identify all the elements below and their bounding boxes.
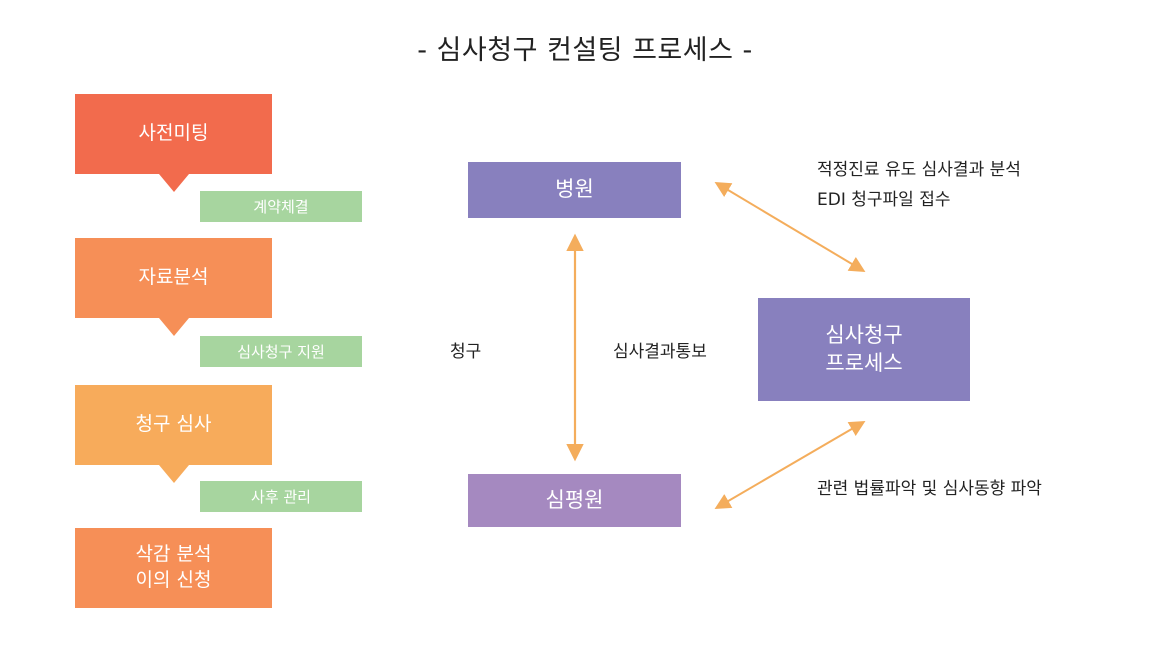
step-claim-review: 청구 심사 (75, 385, 272, 465)
arrow-hospital-process (714, 181, 866, 273)
tag-after-care: 사후 관리 (200, 481, 362, 512)
tag-contract: 계약체결 (200, 191, 362, 222)
label-bottom-right: 관련 법률파악 및 심사동향 파악 (817, 479, 1042, 499)
step-data-analysis-pointer (159, 318, 189, 336)
step-cut-analysis: 삭감 분석 이의 신청 (75, 528, 272, 608)
page-title: - 심사청구 컨설팅 프로세스 - (417, 35, 753, 66)
step-claim-review-pointer (159, 465, 189, 483)
label-claim: 청구 (450, 342, 482, 362)
arrow-hira-process (714, 420, 866, 510)
node-hospital: 병원 (468, 162, 681, 218)
step-pre-meeting: 사전미팅 (75, 94, 272, 174)
label-top-right: 적정진료 유도 심사결과 분석 EDI 청구파일 접수 (817, 160, 1021, 210)
tag-claim-support: 심사청구 지원 (200, 336, 362, 367)
step-pre-meeting-pointer (159, 174, 189, 192)
label-review-notification: 심사결과통보 (613, 342, 707, 362)
node-hira: 심평원 (468, 474, 681, 527)
node-claim-process: 심사청구 프로세스 (758, 298, 970, 401)
step-data-analysis: 자료분석 (75, 238, 272, 318)
